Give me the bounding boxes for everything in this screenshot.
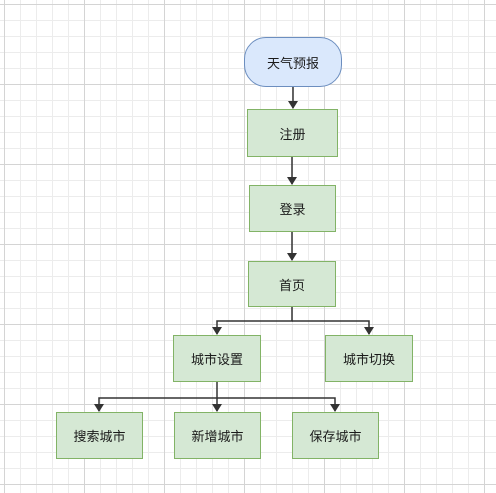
node-label: 注册 [279,127,306,143]
node-login: 登录 [249,185,336,232]
node-city-switch: 城市切换 [325,335,413,382]
node-add-city: 新增城市 [174,412,261,459]
node-label: 天气预报 [266,56,319,72]
edge-home-city-switch [292,320,374,335]
node-save-city: 保存城市 [292,412,379,459]
node-label: 登录 [279,203,306,218]
edge-city-setting-save [217,397,340,412]
node-label: 新增城市 [191,430,244,445]
node-label: 城市切换 [342,353,395,368]
node-home: 首页 [248,261,336,307]
node-label: 保存城市 [309,430,362,445]
edge-city-setting-search [94,382,218,412]
node-label: 搜索城市 [73,430,126,445]
node-weather-forecast: 天气预报 [244,37,342,87]
node-register: 注册 [247,109,338,157]
node-search-city: 搜索城市 [56,412,143,459]
edge-home-city-setting [212,307,293,335]
node-label: 城市设置 [190,353,243,368]
node-label: 首页 [278,278,305,294]
node-city-setting: 城市设置 [173,335,261,382]
